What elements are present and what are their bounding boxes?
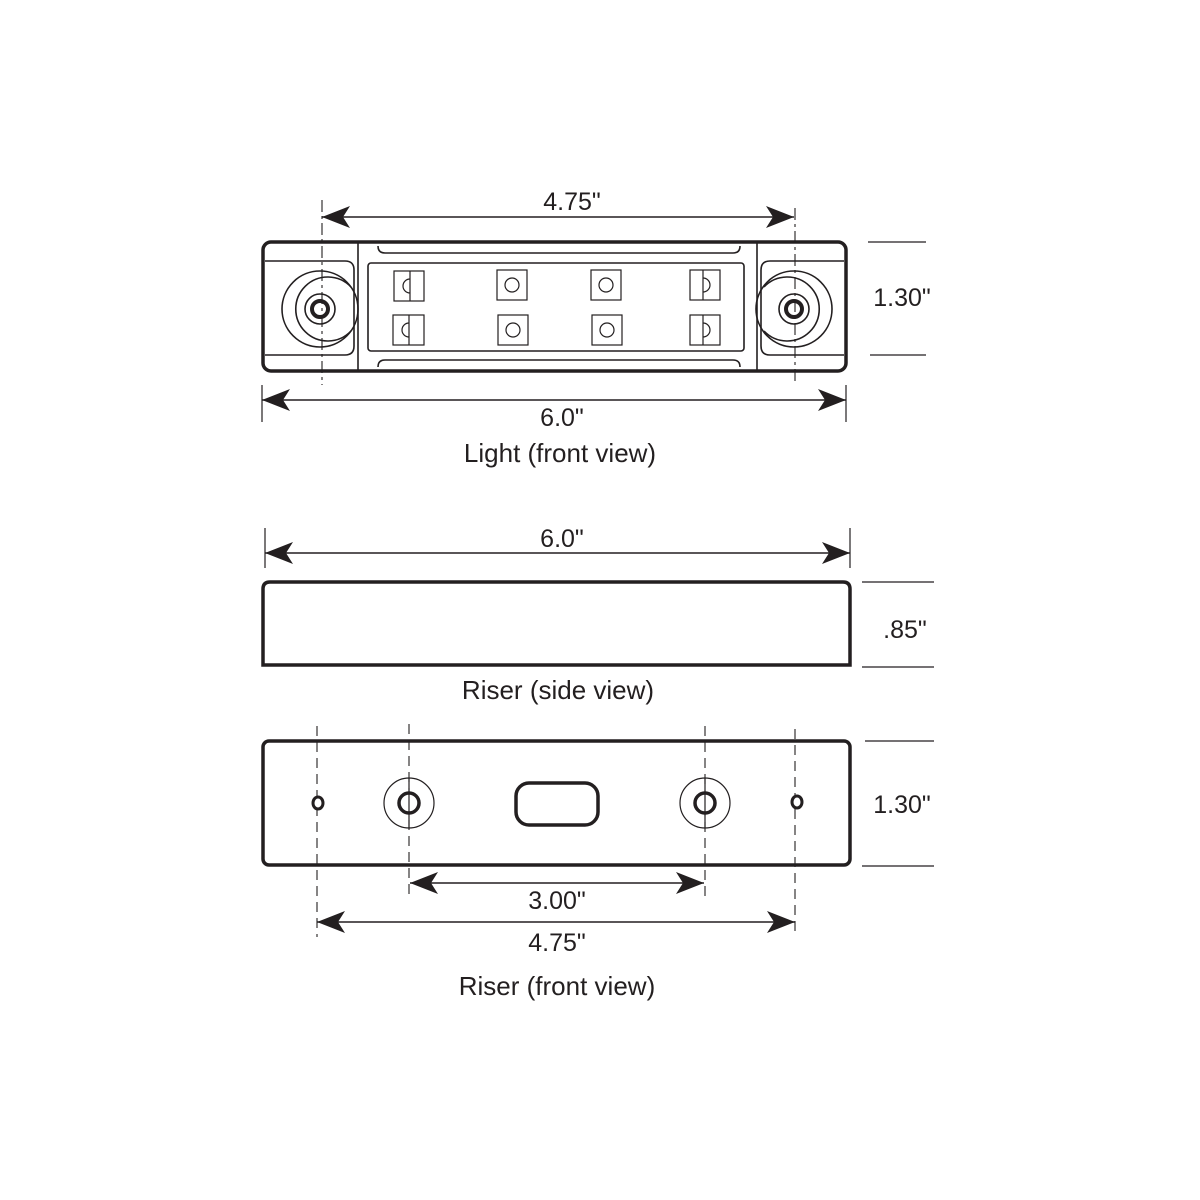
right-mount-pad [760, 260, 844, 356]
left-mount-hole-icon [281, 270, 359, 348]
riser-front-view: 1.30" 3.00" 4.75" Riser (front view) [261, 724, 934, 1001]
light-body-outline [261, 240, 848, 373]
led-icon [591, 314, 623, 346]
riser-side-outline [261, 580, 852, 667]
top-lens-channel [377, 245, 741, 254]
outer-hole-left-icon [311, 795, 325, 811]
light-front-view: 4.75" [261, 188, 931, 468]
riser-side-view: 6.0" .85" Riser (side view) [261, 525, 934, 705]
led-panel [367, 262, 745, 352]
light-mount-spacing-label: 4.75" [543, 188, 601, 216]
inner-hole-right-icon [679, 777, 731, 829]
riser-front-view-caption: Riser (front view) [459, 971, 655, 1001]
riser-dim-4-75: 4.75" [317, 911, 795, 957]
riser-side-width-label: 6.0" [540, 525, 584, 553]
wire-slot-icon [514, 781, 600, 827]
riser-thickness-label: .85" [883, 616, 927, 644]
light-dim-4-75: 4.75" [322, 188, 794, 228]
light-width-label: 6.0" [540, 404, 584, 432]
light-dim-6-0: 6.0" [261, 385, 847, 432]
led-icon [689, 269, 721, 301]
led-icon [393, 270, 425, 302]
inner-hole-spacing-label: 3.00" [528, 887, 586, 915]
led-icon [497, 314, 529, 346]
outer-hole-spacing-label: 4.75" [528, 929, 586, 957]
led-icon [392, 314, 425, 346]
right-mount-hole-icon [755, 270, 833, 348]
bottom-lens-channel [377, 359, 741, 368]
light-front-view-caption: Light (front view) [464, 438, 656, 468]
led-icon [496, 269, 528, 301]
inner-hole-left-icon [383, 777, 435, 829]
riser-front-height-label: 1.30" [873, 791, 931, 819]
riser-dim-3-00: 3.00" [410, 872, 704, 915]
riser-side-view-caption: Riser (side view) [462, 675, 654, 705]
outer-hole-right-icon [790, 794, 804, 810]
left-mount-pad [265, 260, 355, 356]
light-height-label: 1.30" [873, 284, 931, 312]
riser-front-outline [261, 739, 852, 867]
led-icon [590, 269, 622, 301]
led-icon [689, 314, 721, 346]
